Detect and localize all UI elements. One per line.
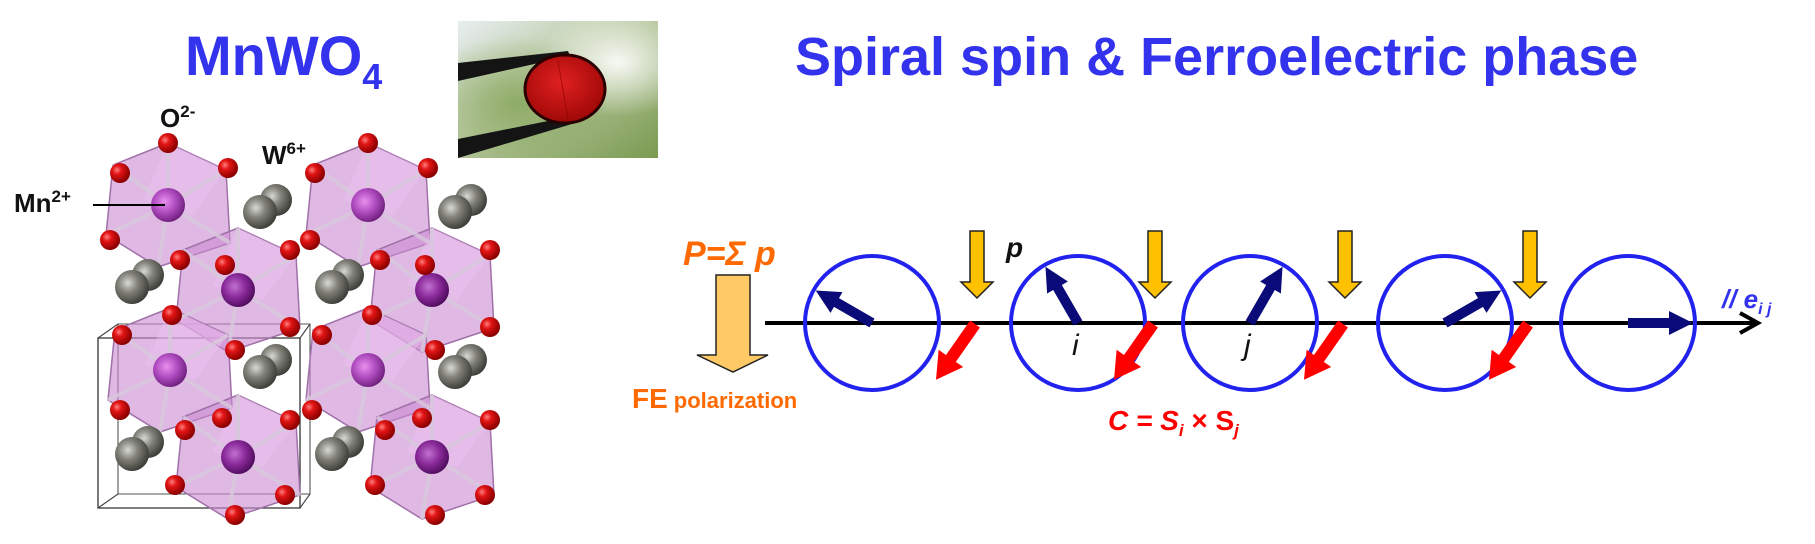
oxygen-atom — [110, 163, 130, 183]
vector-chirality-arrow — [1488, 320, 1533, 380]
oxygen-atom — [215, 255, 235, 275]
oxygen-atom — [280, 317, 300, 337]
oxygen-atom — [158, 133, 178, 153]
oxygen-atom — [300, 230, 320, 250]
formula-main: MnWO — [185, 24, 363, 87]
oxygen-atom — [305, 163, 325, 183]
oxygen-atom — [425, 340, 445, 360]
oxygen-atom — [480, 240, 500, 260]
manganese-atom — [221, 440, 255, 474]
tweezer-bottom — [458, 114, 583, 158]
vector-chirality-formula: C = Si × Sj — [1108, 405, 1240, 440]
oxygen-atom — [100, 230, 120, 250]
vector-chirality-arrow — [1113, 320, 1158, 380]
tungsten-atom — [438, 195, 472, 229]
oxygen-atom — [375, 420, 395, 440]
local-polarization-label: p — [1005, 232, 1023, 263]
spin-vector-arrow — [1442, 290, 1502, 328]
oxygen-atom — [110, 400, 130, 420]
oxygen-atom — [112, 325, 132, 345]
spin-circle — [1559, 254, 1697, 392]
net-polarization-arrow — [696, 274, 769, 373]
tungsten-atom — [115, 270, 149, 304]
polarization-sum-formula: P=Σ p — [683, 235, 776, 273]
tungsten-atom — [315, 437, 349, 471]
tungsten-atom — [243, 195, 277, 229]
manganese-atom — [151, 188, 185, 222]
site-i-label: i — [1072, 329, 1080, 362]
spin-vector-arrow — [1045, 266, 1083, 326]
oxygen-atom — [212, 408, 232, 428]
tungsten-atom — [243, 355, 277, 389]
tungsten-atom — [315, 270, 349, 304]
crystal-photo-image — [458, 21, 658, 158]
spin-vector-arrow — [1628, 311, 1693, 335]
axis-direction-label: // ei j — [1721, 284, 1772, 318]
oxygen-atom — [418, 158, 438, 178]
crystal-structure — [93, 133, 500, 525]
propagation-axis-arrowhead — [1739, 311, 1763, 335]
oxygen-atom — [225, 505, 245, 525]
manganese-atom — [351, 188, 385, 222]
oxygen-atom — [162, 305, 182, 325]
crystal-photo — [458, 21, 658, 158]
manganese-ion-label: Mn2+ — [14, 187, 71, 218]
spin-circle — [803, 254, 941, 392]
oxygen-atom — [280, 240, 300, 260]
oxygen-atom — [175, 420, 195, 440]
tungsten-ion-label: W6+ — [262, 139, 306, 170]
oxygen-atom — [480, 317, 500, 337]
local-polarization-arrow — [1137, 230, 1173, 300]
spin-circle — [1181, 254, 1319, 392]
manganese-atom — [415, 440, 449, 474]
manganese-atom — [221, 273, 255, 307]
spin-vector-arrow — [1245, 266, 1283, 326]
oxygen-atom — [425, 505, 445, 525]
oxygen-atom — [170, 250, 190, 270]
spin-circle — [1009, 254, 1147, 392]
oxygen-atom — [275, 485, 295, 505]
tweezer-top — [458, 51, 570, 81]
manganese-atom — [415, 273, 449, 307]
manganese-atom — [153, 353, 187, 387]
oxygen-atom — [480, 410, 500, 430]
vector-chirality-arrow — [935, 320, 980, 380]
local-polarization-arrow — [1512, 230, 1548, 300]
oxygen-atom — [312, 325, 332, 345]
oxygen-atom — [218, 158, 238, 178]
oxygen-atom — [412, 408, 432, 428]
compound-formula: MnWO4 — [185, 28, 382, 95]
red-crystal — [523, 53, 607, 125]
oxygen-atom — [362, 305, 382, 325]
spin-vector-arrow — [815, 290, 875, 328]
oxygen-atom — [302, 400, 322, 420]
manganese-atom — [351, 353, 385, 387]
site-j-label: j — [1240, 329, 1252, 362]
local-polarization-arrow — [959, 230, 995, 300]
vector-chirality-arrow — [1303, 320, 1348, 380]
tungsten-atom — [115, 437, 149, 471]
formula-subscript: 4 — [362, 56, 383, 97]
oxygen-ion-label: O2- — [160, 102, 196, 133]
spin-circle — [1376, 254, 1514, 392]
oxygen-atom — [415, 255, 435, 275]
diagram-title: Spiral spin & Ferroelectric phase — [795, 27, 1639, 87]
oxygen-atom — [225, 340, 245, 360]
local-polarization-arrow — [1327, 230, 1363, 300]
oxygen-atom — [365, 475, 385, 495]
oxygen-atom — [358, 133, 378, 153]
oxygen-atom — [475, 485, 495, 505]
oxygen-atom — [165, 475, 185, 495]
oxygen-atom — [370, 250, 390, 270]
oxygen-atom — [280, 410, 300, 430]
tungsten-atom — [438, 355, 472, 389]
